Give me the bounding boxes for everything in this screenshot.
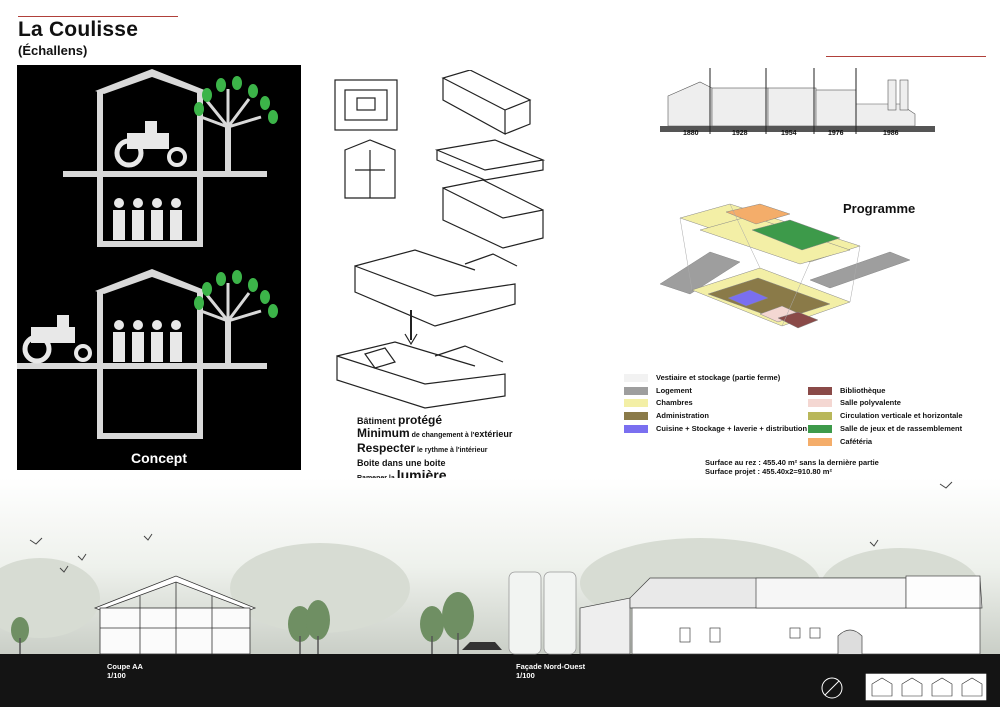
key-plan	[865, 673, 987, 701]
legend-label: Salle polyvalente	[840, 398, 901, 407]
legend-swatch	[624, 399, 648, 407]
page-subtitle: (Échallens)	[18, 43, 88, 58]
legend-label: Cafétéria	[840, 437, 873, 446]
facade-scale: 1/100	[516, 671, 535, 680]
legend-label: Administration	[656, 411, 709, 420]
coupe-scale: 1/100	[107, 671, 126, 680]
note-text: Boite dans une boite	[357, 458, 446, 468]
concept-diagram	[17, 69, 278, 439]
car-icon	[462, 642, 502, 650]
tree-icon	[194, 76, 278, 363]
concept-panel: Concept	[17, 65, 301, 470]
legend-swatch	[624, 412, 648, 420]
note-text: de changement à l'	[409, 432, 475, 439]
coupe-aa-drawing	[93, 575, 257, 655]
legend-swatch	[624, 387, 648, 395]
legend-label: Vestiaire et stockage (partie ferme)	[656, 373, 781, 382]
programme-axonometric	[660, 203, 911, 329]
title-rule	[18, 16, 178, 17]
legend-label: Cuisine + Stockage + laverie + distribut…	[656, 424, 808, 433]
people-icon	[113, 198, 182, 240]
surface-rez: Surface au rez : 455.40 m² sans la derni…	[705, 458, 879, 467]
year-label: 1976	[828, 130, 844, 137]
facade-label: Façade Nord-Ouest 1/100	[516, 662, 585, 680]
landscape-drawings	[0, 478, 1000, 707]
note-text: protégé	[398, 413, 443, 427]
silos	[508, 571, 577, 655]
coupe-label: Coupe AA 1/100	[107, 662, 143, 680]
tractor-icon	[114, 121, 187, 168]
legend-swatch	[808, 438, 832, 446]
surface-projet: Surface projet : 455.40x2=910.80 m²	[705, 467, 832, 476]
legend-label: Logement	[656, 386, 692, 395]
legend-swatch	[808, 387, 832, 395]
legend-swatch	[624, 374, 648, 382]
top-right-rule	[826, 56, 986, 57]
programme-title: Programme	[843, 201, 916, 216]
note-text: le rythme à l'intérieur	[415, 447, 488, 454]
legend-label: Bibliothèque	[840, 386, 886, 395]
note-text: Respecter	[357, 441, 416, 455]
note-text: Minimum	[357, 426, 410, 440]
legend-swatch	[624, 425, 648, 433]
sketches	[334, 70, 546, 409]
coupe-title: Coupe AA	[107, 662, 143, 671]
concept-label: Concept	[131, 450, 187, 466]
note-text: Bâtiment	[357, 416, 399, 426]
year-label: 1880	[683, 130, 699, 137]
note-text: extérieur	[474, 429, 513, 439]
timeline-years: 1880 1928 1954 1976 1986	[670, 130, 932, 144]
facade-title: Façade Nord-Ouest	[516, 662, 586, 671]
year-label: 1986	[883, 130, 899, 137]
legend-label: Chambres	[656, 398, 693, 407]
legend-label: Circulation verticale et horizontale	[840, 411, 963, 420]
legend-swatch	[808, 399, 832, 407]
timeline-elevation	[660, 68, 935, 134]
bird-icon	[29, 481, 953, 573]
year-label: 1954	[781, 130, 797, 137]
page-title: La Coulisse	[18, 18, 139, 41]
facade-drawing	[579, 575, 983, 655]
sketch-notes: Bâtiment protégé Minimum de changement à…	[357, 414, 512, 485]
north-arrow-icon	[821, 677, 843, 699]
legend-label: Salle de jeux et de rassemblement	[840, 424, 963, 433]
legend-swatch	[808, 412, 832, 420]
year-label: 1928	[732, 130, 748, 137]
legend-swatch	[808, 425, 832, 433]
